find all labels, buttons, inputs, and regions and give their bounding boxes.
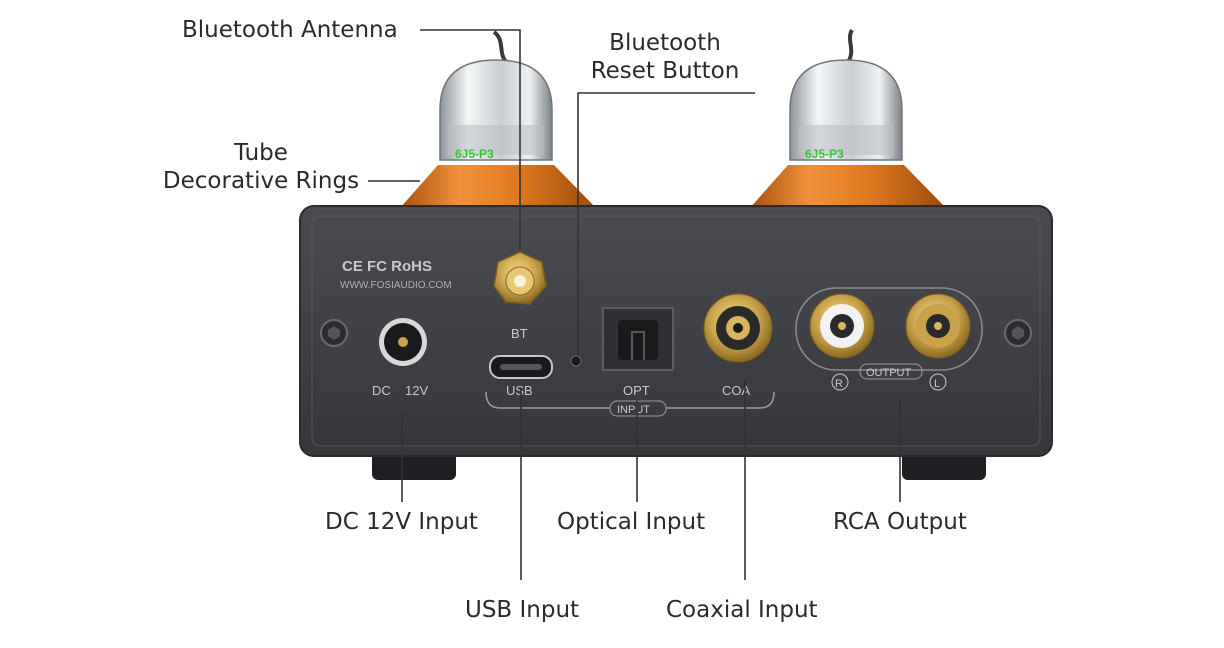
coaxial-port — [703, 293, 773, 363]
callout-bluetooth-antenna: Bluetooth Antenna — [182, 17, 398, 43]
callout-tube-rings: Tube Decorative Rings — [160, 139, 362, 195]
output-group-label: OUTPUT — [866, 367, 912, 379]
leader-lines — [368, 29, 901, 580]
callout-coaxial-input: Coaxial Input — [666, 597, 818, 623]
dc-jack — [379, 318, 427, 366]
dc-label: DC — [372, 383, 391, 398]
back-panel — [299, 205, 1053, 457]
rca-left-port — [905, 293, 971, 359]
foot-left — [372, 452, 456, 480]
callout-dc-input: DC 12V Input — [325, 509, 478, 535]
left-channel-label: L — [934, 378, 940, 390]
callout-bluetooth-reset-line2: Reset Button — [590, 58, 740, 84]
callout-tube-rings-line2: Decorative Rings — [162, 168, 360, 194]
foot-right — [902, 452, 986, 480]
tube-right: 6J5-P3 — [750, 28, 946, 208]
optical-port — [602, 307, 674, 371]
screw-left — [320, 319, 348, 347]
tube-left: 6J5-P3 — [400, 30, 596, 208]
callout-tube-rings-line1: Tube — [234, 140, 288, 166]
usb-label: USB — [506, 383, 533, 398]
tube-print-left: 6J5-P3 — [455, 147, 494, 161]
callout-rca-output: RCA Output — [833, 509, 967, 535]
opt-label: OPT — [623, 383, 650, 398]
website-print: WWW.FOSIAUDIO.COM — [340, 280, 452, 291]
bt-reset-button — [570, 355, 582, 367]
cert-marks: CE FC RoHS — [342, 258, 432, 275]
rca-right-port — [809, 293, 875, 359]
right-channel-label: R — [835, 378, 843, 390]
callout-optical-input: Optical Input — [557, 509, 706, 535]
coa-label: COA — [722, 383, 751, 398]
callout-usb-input: USB Input — [465, 597, 580, 623]
bt-label: BT — [511, 326, 528, 341]
callout-bluetooth-reset: Bluetooth Reset Button — [580, 29, 750, 85]
screw-right — [1004, 319, 1032, 347]
tube-print-right: 6J5-P3 — [805, 147, 844, 161]
bt-antenna-connector — [493, 251, 547, 305]
input-group-label: INPUT — [617, 404, 650, 416]
volt-label: 12V — [405, 383, 428, 398]
callout-bluetooth-reset-line1: Bluetooth — [609, 30, 721, 56]
output-group-frame — [795, 287, 983, 371]
